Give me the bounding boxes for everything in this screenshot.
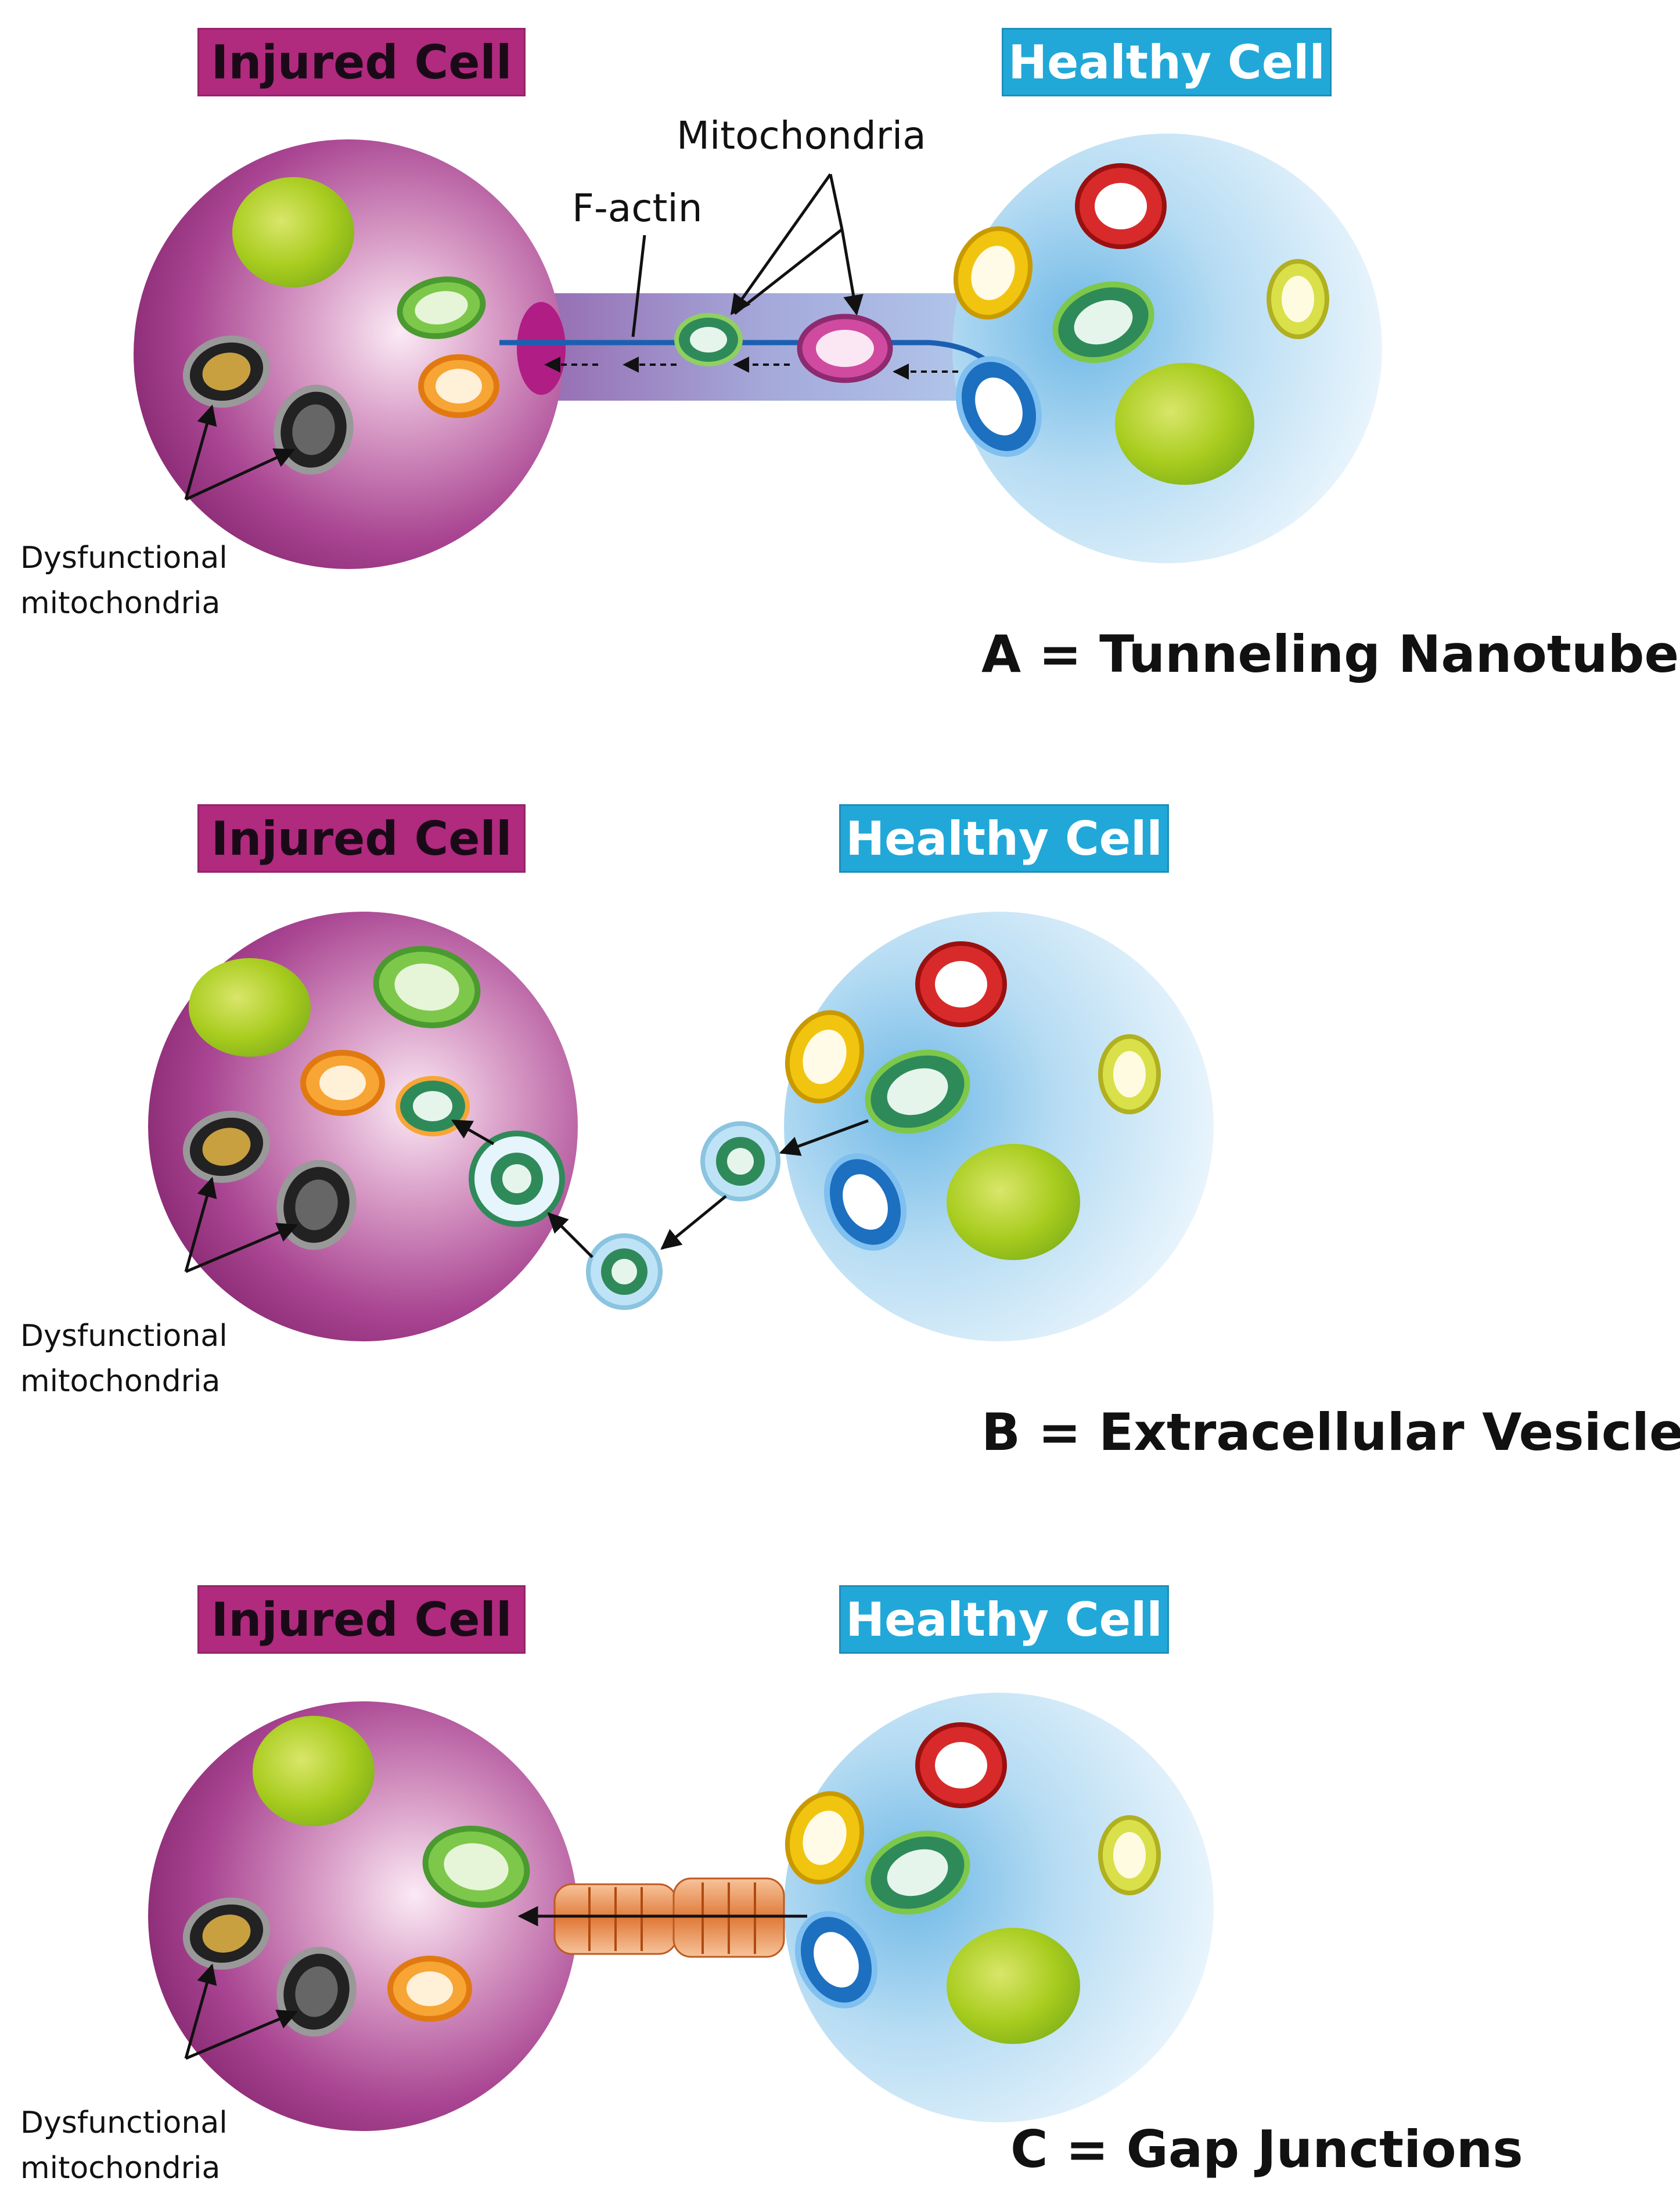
mito-dysfunctional-1-b: [182, 1110, 271, 1183]
mito-orange-injured-c: [387, 1956, 472, 2022]
nucleus-healthy-b: [947, 1144, 1080, 1260]
dysfunctional-label-c-line2: mitochondria: [20, 2151, 221, 2186]
vesicle-1: [469, 1131, 565, 1227]
f-actin-label: F-actin: [572, 186, 703, 231]
mito-lime-healthy-a: [1267, 259, 1329, 339]
mito-green-injured-c: [422, 1826, 530, 1908]
healthy-cell-c: [784, 1693, 1214, 2122]
mito-green-healthy-b: [865, 1049, 970, 1134]
nucleus-healthy-c: [947, 1928, 1080, 2044]
mito-yellow-healthy-c: [785, 1791, 865, 1885]
pointer-lines-a: [184, 173, 864, 501]
dysfunctional-label-a-line1: Dysfunctional: [20, 541, 228, 575]
tube-end-injured: [517, 302, 566, 395]
healthy-cell-label-b: Healthy Cell: [839, 804, 1169, 873]
vesicle-2: [586, 1233, 663, 1310]
mito-orange-injured-b: [300, 1050, 385, 1116]
panel-b: [148, 912, 1214, 1341]
mito-dysfunctional-1-c: [182, 1897, 271, 1970]
dysfunctional-label-a-line2: mitochondria: [20, 586, 221, 621]
mito-blue-healthy-a: [956, 356, 1042, 457]
healthy-cell-a: [952, 134, 1382, 563]
injured-cell-label-a: Injured Cell: [197, 28, 526, 96]
injured-cell-c: [148, 1701, 578, 2131]
mito-lime-healthy-c: [1098, 1815, 1161, 1895]
mito-red-healthy-c: [915, 1722, 1007, 1808]
mitochondria-label: Mitochondria: [677, 113, 926, 158]
healthy-cell-label-c: Healthy Cell: [839, 1585, 1169, 1654]
caption-a: A = Tunneling Nanotubes: [981, 624, 1680, 684]
mito-dysfunctional-1-a: [182, 335, 271, 408]
nucleus-injured-c: [253, 1716, 375, 1826]
mito-orange-injured-a: [418, 354, 499, 418]
nucleus-healthy-a: [1115, 363, 1254, 485]
mito-yellow-healthy-b: [785, 1010, 865, 1104]
mito-red-healthy-b: [915, 941, 1007, 1027]
mito-dysfunctional-2-c: [276, 1946, 357, 2037]
nucleus-injured-a: [232, 177, 354, 287]
panel-a: [134, 134, 1382, 569]
caption-b: B = Extracellular Vesicles: [981, 1402, 1680, 1462]
mito-teal-injured-b: [395, 1076, 470, 1136]
mito-green-tube: [674, 313, 743, 366]
dysfunctional-label-b-line2: mitochondria: [20, 1364, 221, 1399]
mito-blue-healthy-b: [823, 1153, 907, 1251]
mito-dysfunctional-2-a: [274, 384, 354, 475]
mito-green-injured-b: [373, 946, 481, 1028]
mito-red-healthy-a: [1075, 163, 1167, 249]
mito-blue-healthy-c: [794, 1911, 878, 2009]
mito-lime-healthy-b: [1098, 1034, 1161, 1114]
pointer-lines-c: [184, 1963, 298, 2060]
mito-green-injured-a: [397, 276, 486, 339]
gap-junction: [553, 1877, 785, 1958]
nucleus-injured-b: [189, 958, 311, 1057]
injured-cell-label-b: Injured Cell: [197, 804, 526, 873]
healthy-cell-label-a: Healthy Cell: [1002, 28, 1332, 96]
mito-dysfunctional-2-b: [276, 1160, 357, 1250]
vesicle-3: [700, 1121, 780, 1201]
transport-arrows-a: [544, 357, 958, 380]
injured-cell-label-c: Injured Cell: [197, 1585, 526, 1654]
mito-green-healthy-c: [865, 1830, 970, 1915]
mito-pink-tube: [797, 314, 893, 383]
mito-green-healthy-a: [1052, 281, 1154, 363]
caption-c: C = Gap Junctions: [1010, 2119, 1523, 2179]
nanotube: [534, 293, 999, 401]
mito-yellow-healthy-a: [953, 226, 1033, 320]
arrows-b: [184, 1119, 869, 1273]
dysfunctional-label-b-line1: Dysfunctional: [20, 1319, 228, 1354]
dysfunctional-label-c-line1: Dysfunctional: [20, 2105, 228, 2140]
panel-c: [148, 1693, 1214, 2131]
